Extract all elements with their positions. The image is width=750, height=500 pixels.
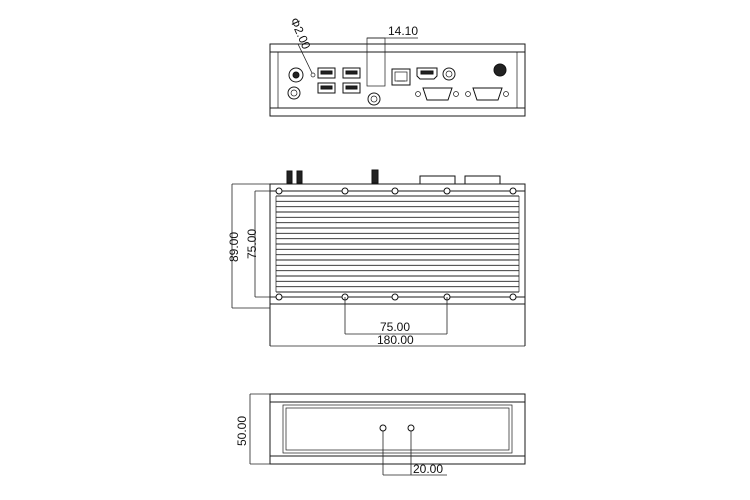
heatsink-fins xyxy=(275,195,520,293)
antenna-connector-center xyxy=(367,92,381,106)
top-screws xyxy=(275,187,517,301)
dc-power-jack xyxy=(493,63,507,77)
antenna-top-center xyxy=(371,169,379,184)
hole-diameter-label: Φ2.00 xyxy=(287,16,313,52)
power-button xyxy=(288,67,304,83)
bottom-hole-right xyxy=(407,424,415,432)
bottom-hole-spacing-label: 20.00 xyxy=(413,462,443,476)
top-width-label: 180.00 xyxy=(377,333,414,347)
antenna-top-left xyxy=(286,170,293,184)
top-height-outer-label: 89.00 xyxy=(227,232,241,262)
front-outline xyxy=(269,43,526,117)
com-top-right xyxy=(464,175,501,185)
top-view: 89.00 75.00 75.00 180.00 xyxy=(227,169,526,347)
com-port-1 xyxy=(415,87,459,101)
audio-jack xyxy=(442,67,456,81)
slot-dimension-box xyxy=(366,37,386,87)
bottom-outline xyxy=(269,393,526,465)
bottom-hole-left xyxy=(379,424,387,432)
front-width-label: 14.10 xyxy=(388,24,418,38)
top-height-inner-label: 75.00 xyxy=(245,229,259,259)
bottom-height-label: 50.00 xyxy=(235,416,249,446)
front-view: 14.10 Φ2.00 xyxy=(269,16,526,117)
top-hole-spacing-label: 75.00 xyxy=(380,320,410,334)
com-top-left xyxy=(419,175,456,185)
bottom-view: 50.00 20.00 xyxy=(235,393,526,476)
heatsink-outline xyxy=(269,183,526,305)
lan-port xyxy=(391,68,411,86)
usb-ports xyxy=(317,67,361,94)
antenna-connector-left xyxy=(287,86,301,100)
led-hole xyxy=(310,72,316,78)
com-port-2 xyxy=(465,87,509,101)
